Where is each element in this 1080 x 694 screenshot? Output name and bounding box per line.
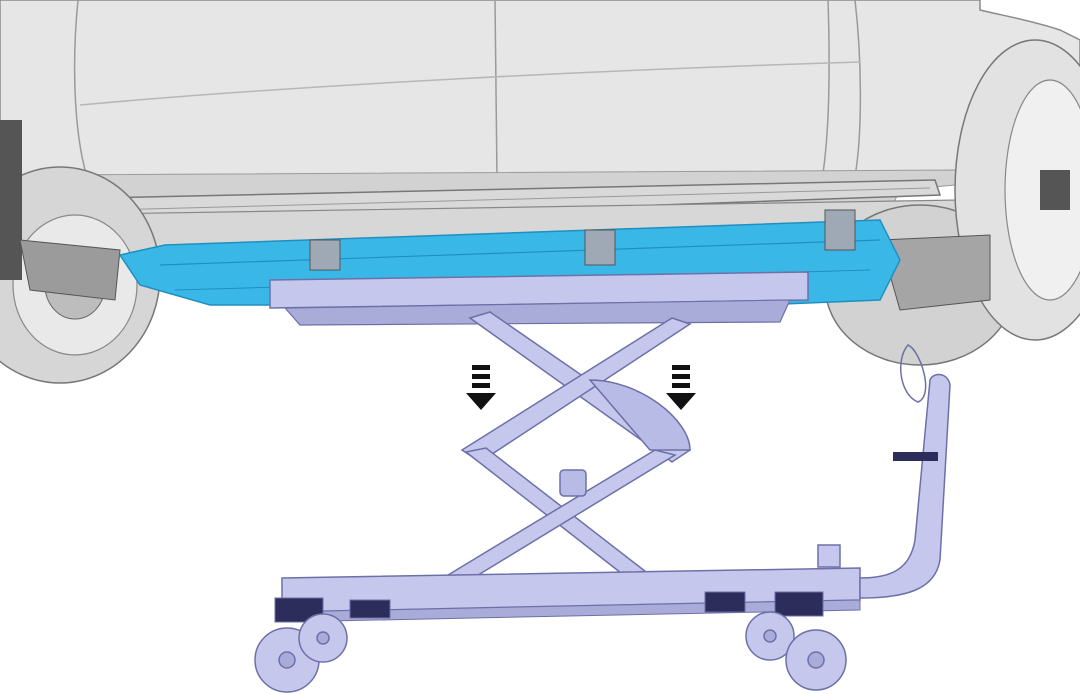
battery-mount-2 — [584, 229, 616, 266]
front-suspension — [879, 234, 991, 311]
running-board-groove — [109, 187, 931, 211]
battery-seam — [159, 239, 881, 266]
scissor-arms — [446, 311, 692, 581]
wheel-hub — [1040, 170, 1070, 210]
pump-pedal — [817, 544, 841, 568]
door-edge-right — [821, 0, 830, 181]
rear-tire-edge — [0, 120, 22, 280]
lift-top-platform — [269, 271, 809, 309]
rear-suspension — [19, 239, 121, 301]
lift-handle — [859, 373, 951, 599]
lift-casters — [254, 611, 847, 693]
handle-strap — [900, 344, 927, 403]
vehicle-body — [0, 0, 1080, 384]
battery-mount-1 — [309, 239, 341, 271]
lift-base-pads — [274, 591, 824, 623]
battery-mount-3 — [824, 209, 856, 251]
down-arrow-left — [466, 365, 496, 410]
rear-door-seam — [494, 0, 498, 181]
rear-wheel — [0, 120, 161, 384]
scissor-lift-battery-table — [254, 271, 951, 693]
body-character-line — [79, 61, 861, 106]
b-pillar — [854, 0, 862, 171]
lift-top-platform-underside — [283, 299, 791, 326]
handle-grip — [893, 452, 938, 461]
down-arrow-icon — [466, 365, 696, 410]
down-arrow-right — [666, 365, 696, 410]
